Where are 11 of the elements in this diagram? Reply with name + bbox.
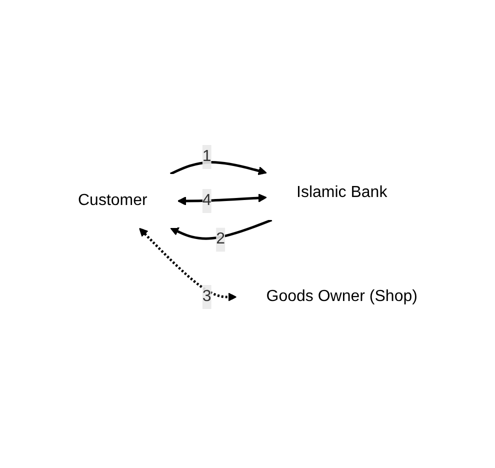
node-text: Customer (78, 192, 148, 208)
node-text: Islamic Bank (296, 184, 387, 200)
edge-label: 1 (202, 148, 212, 164)
edge-label: 2 (216, 230, 225, 248)
arrow (138, 227, 236, 301)
edge-label: 4 (202, 192, 212, 208)
arrow (170, 160, 267, 175)
node-text: Goods Owner (Shop) (266, 288, 418, 304)
arrow (170, 218, 272, 240)
arrow (177, 193, 267, 205)
edge-label: 3 (202, 288, 212, 304)
